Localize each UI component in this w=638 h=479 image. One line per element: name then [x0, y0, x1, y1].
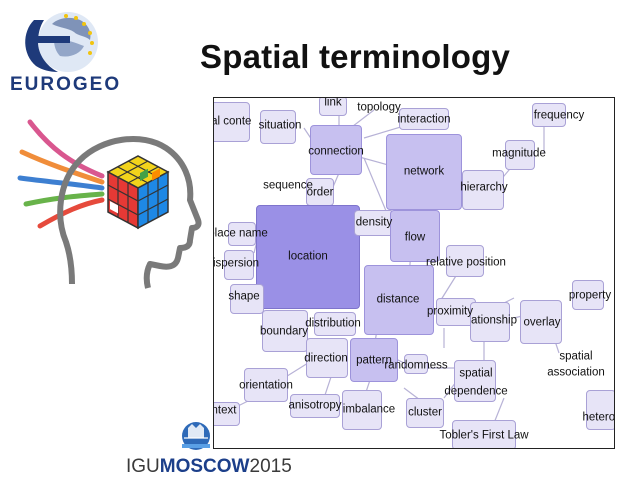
node-boundary — [262, 310, 308, 352]
node-spatial-dependence — [454, 360, 496, 402]
eurogeo-logo-icon — [25, 12, 98, 72]
node-place-name — [228, 222, 256, 246]
term-anisotropy: anisotropy — [288, 399, 342, 412]
node-heterogeneity — [586, 390, 614, 430]
term-toblers-law: Tobler's First Law — [439, 429, 529, 442]
term-orientation: orientation — [239, 379, 293, 392]
node-proximity — [436, 298, 476, 326]
node-direction — [306, 338, 348, 378]
term-spatial-2: spatial — [559, 350, 593, 363]
term-spatial-1: spatial — [459, 367, 493, 380]
term-flow: flow — [404, 231, 426, 244]
node-connection — [310, 125, 362, 175]
term-proximity: proximity — [426, 305, 474, 318]
term-place-name: place name — [213, 227, 268, 240]
node-network — [386, 134, 462, 210]
node-pattern — [350, 338, 398, 382]
term-distribution: distribution — [305, 317, 361, 330]
conference-emblem — [178, 418, 214, 454]
node-location — [256, 205, 360, 309]
node-situation — [260, 110, 296, 144]
term-magnitude: magnitude — [492, 147, 546, 160]
term-dispersion: ispersion — [213, 257, 260, 270]
term-imbalance: imbalance — [342, 403, 396, 416]
node-relationship — [470, 302, 510, 342]
node-orientation — [244, 368, 288, 402]
term-property: property — [568, 289, 612, 302]
term-hierarchy: hierarchy — [460, 181, 508, 194]
conference-city: MOSCOW — [159, 456, 250, 477]
term-relationship: ationship — [470, 314, 518, 327]
head-with-cube-icon — [17, 119, 202, 289]
term-frequency: frequency — [533, 109, 585, 122]
term-context: ntext — [213, 404, 237, 417]
node-randomness — [404, 354, 428, 374]
node-relative-position — [446, 245, 484, 277]
term-shape: shape — [228, 290, 260, 303]
term-interaction: interaction — [397, 113, 451, 126]
node-distance — [364, 265, 434, 335]
term-relative-position: relative position — [426, 256, 506, 269]
term-link: link — [324, 97, 342, 109]
term-boundary: boundary — [260, 325, 308, 338]
conference-text: IGUMOSCOW2015 — [126, 456, 292, 478]
node-distribution — [314, 312, 356, 336]
term-distance: distance — [376, 293, 420, 306]
head-illustration — [10, 108, 210, 308]
node-anisotropy — [290, 394, 340, 418]
slide-title: Spatial terminology — [200, 38, 511, 75]
kremlin-globe-icon — [182, 422, 210, 450]
term-sequence: sequence — [263, 179, 313, 192]
term-density: density — [355, 216, 393, 229]
term-ial-conte: ial conte — [214, 115, 252, 128]
node-shape — [230, 284, 264, 314]
term-topology: topology — [357, 101, 401, 114]
term-situation: situation — [258, 119, 302, 132]
node-interaction — [399, 108, 449, 130]
node-dispersion — [224, 250, 254, 280]
node-imbalance — [342, 390, 382, 430]
term-cluster: cluster — [408, 406, 442, 419]
logo-text: EUROGEO — [10, 74, 122, 95]
term-heterogeneity: heterog — [582, 411, 615, 424]
node-property — [572, 280, 604, 310]
term-randomness: randomness — [384, 359, 448, 372]
node-ial-conte — [214, 102, 250, 142]
node-magnitude — [505, 140, 535, 170]
eurogeo-logo — [8, 6, 118, 76]
conference-prefix: IGU — [126, 456, 160, 477]
term-association: association — [547, 366, 605, 379]
node-context — [214, 402, 240, 426]
node-link — [319, 98, 347, 116]
node-flow — [390, 210, 440, 262]
term-connection: connection — [308, 145, 364, 158]
term-network: network — [403, 165, 445, 178]
node-hierarchy — [462, 170, 504, 210]
term-direction: direction — [304, 352, 348, 365]
term-location: location — [288, 250, 328, 263]
node-toblers-law — [452, 420, 516, 448]
terminology-map: link topology interaction frequency ial … — [213, 97, 615, 449]
term-order: order — [306, 186, 334, 199]
term-pattern: pattern — [356, 354, 392, 367]
node-overlay — [520, 300, 562, 344]
node-frequency — [532, 103, 566, 127]
node-cluster — [406, 398, 444, 428]
term-dependence: dependence — [444, 385, 508, 398]
conference-year: 2015 — [249, 456, 292, 477]
term-overlay: overlay — [523, 316, 561, 329]
